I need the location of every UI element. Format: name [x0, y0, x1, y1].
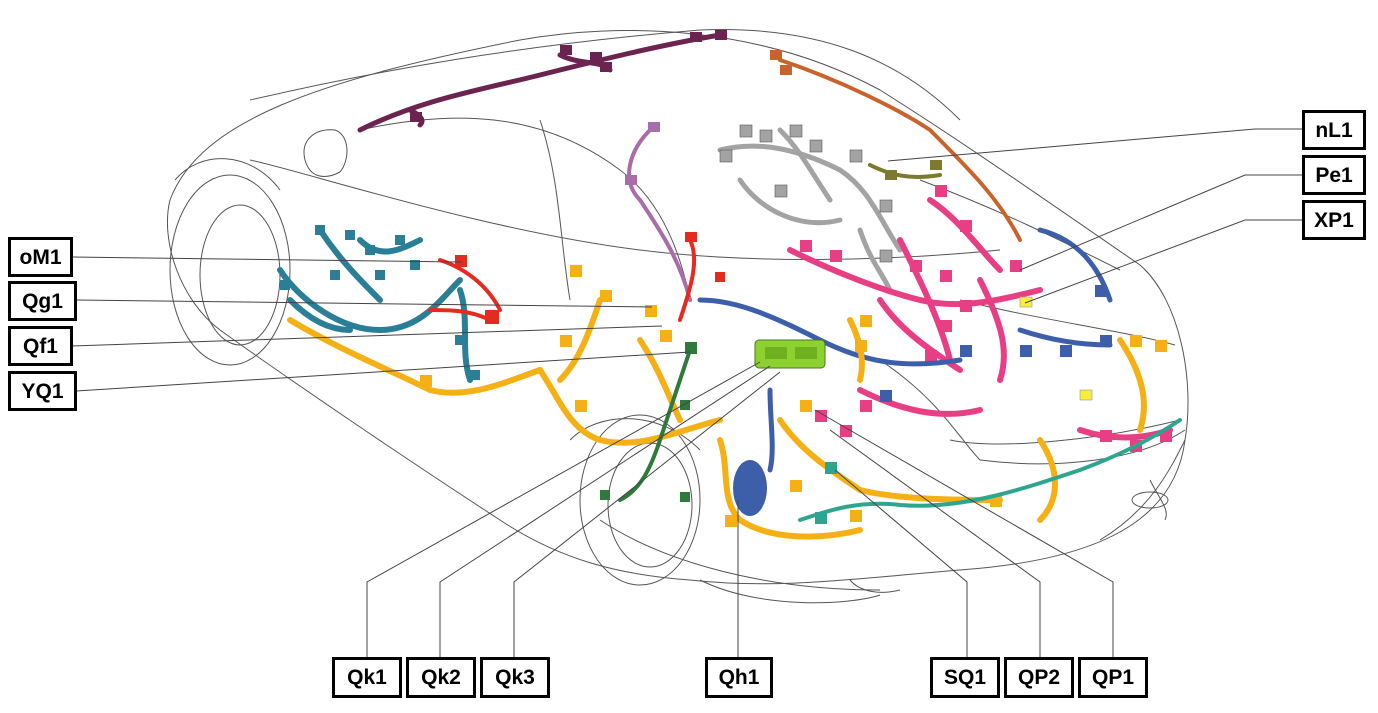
leader-nL1	[887, 128, 1303, 162]
leader-Qk3	[513, 371, 781, 658]
connector-label-Qg1: Qg1	[8, 281, 77, 321]
harness-olive-connectors	[885, 160, 942, 180]
leader-YQ1	[75, 351, 691, 392]
ecu-module-lime	[754, 339, 826, 369]
connector-label-Pe1: Pe1	[1302, 155, 1366, 195]
connector-label-XP1: XP1	[1302, 200, 1366, 240]
harness-pink	[787, 197, 1173, 441]
connector-label-Qk2: Qk2	[406, 657, 476, 698]
connector-label-YQ1: YQ1	[8, 371, 77, 411]
leader-oM1	[71, 256, 463, 263]
blue-module	[733, 460, 767, 516]
harness-yellow-connectors	[1019, 296, 1093, 401]
leader-Pe1	[1019, 174, 1303, 271]
harness-red	[428, 238, 697, 322]
connector-label-QP1: QP1	[1078, 657, 1148, 698]
harness-mint-connectors	[815, 462, 837, 524]
harness-green	[618, 348, 692, 502]
harness-mauve	[627, 128, 692, 302]
harness-copper-connectors	[770, 50, 792, 75]
harness-gray	[717, 127, 903, 293]
leader-Qg1	[75, 299, 653, 308]
harness-orange-connectors	[420, 265, 1167, 527]
car-body-outline	[166, 29, 1189, 604]
leader-QP2	[829, 429, 1041, 658]
connector-label-nL1: nL1	[1302, 110, 1366, 150]
leader-XP1	[1024, 219, 1303, 304]
harness-purple-connectors	[410, 30, 727, 122]
connector-label-QP2: QP2	[1004, 657, 1074, 698]
connector-label-SQ1: SQ1	[930, 657, 1000, 698]
connector-label-Qh1: Qh1	[705, 657, 773, 698]
connector-label-oM1: oM1	[8, 237, 73, 277]
harness-mint	[798, 418, 1182, 522]
leader-Qk1	[366, 361, 761, 658]
harness-green-connectors	[600, 342, 697, 502]
leader-QP1	[814, 409, 1114, 658]
harness-orange	[287, 297, 1147, 540]
harness-blue-connectors	[880, 285, 1112, 402]
connector-label-Qk3: Qk3	[480, 657, 550, 698]
harness-gray-connectors	[719, 124, 893, 263]
connector-label-Qk1: Qk1	[332, 657, 402, 698]
harness-copper-roof	[778, 58, 1022, 242]
leader-Qk2	[439, 365, 771, 658]
leader-Qf1	[71, 325, 663, 347]
harness-mauve-connectors	[625, 122, 660, 185]
leader-SQ1	[834, 469, 968, 658]
harness-olive	[868, 163, 942, 179]
harness-pink-connectors	[800, 185, 1172, 452]
leader-lines	[71, 128, 1303, 658]
harness-red-connectors	[455, 232, 725, 324]
connector-label-Qf1: Qf1	[8, 326, 73, 366]
harness-teal-connectors	[280, 225, 480, 380]
